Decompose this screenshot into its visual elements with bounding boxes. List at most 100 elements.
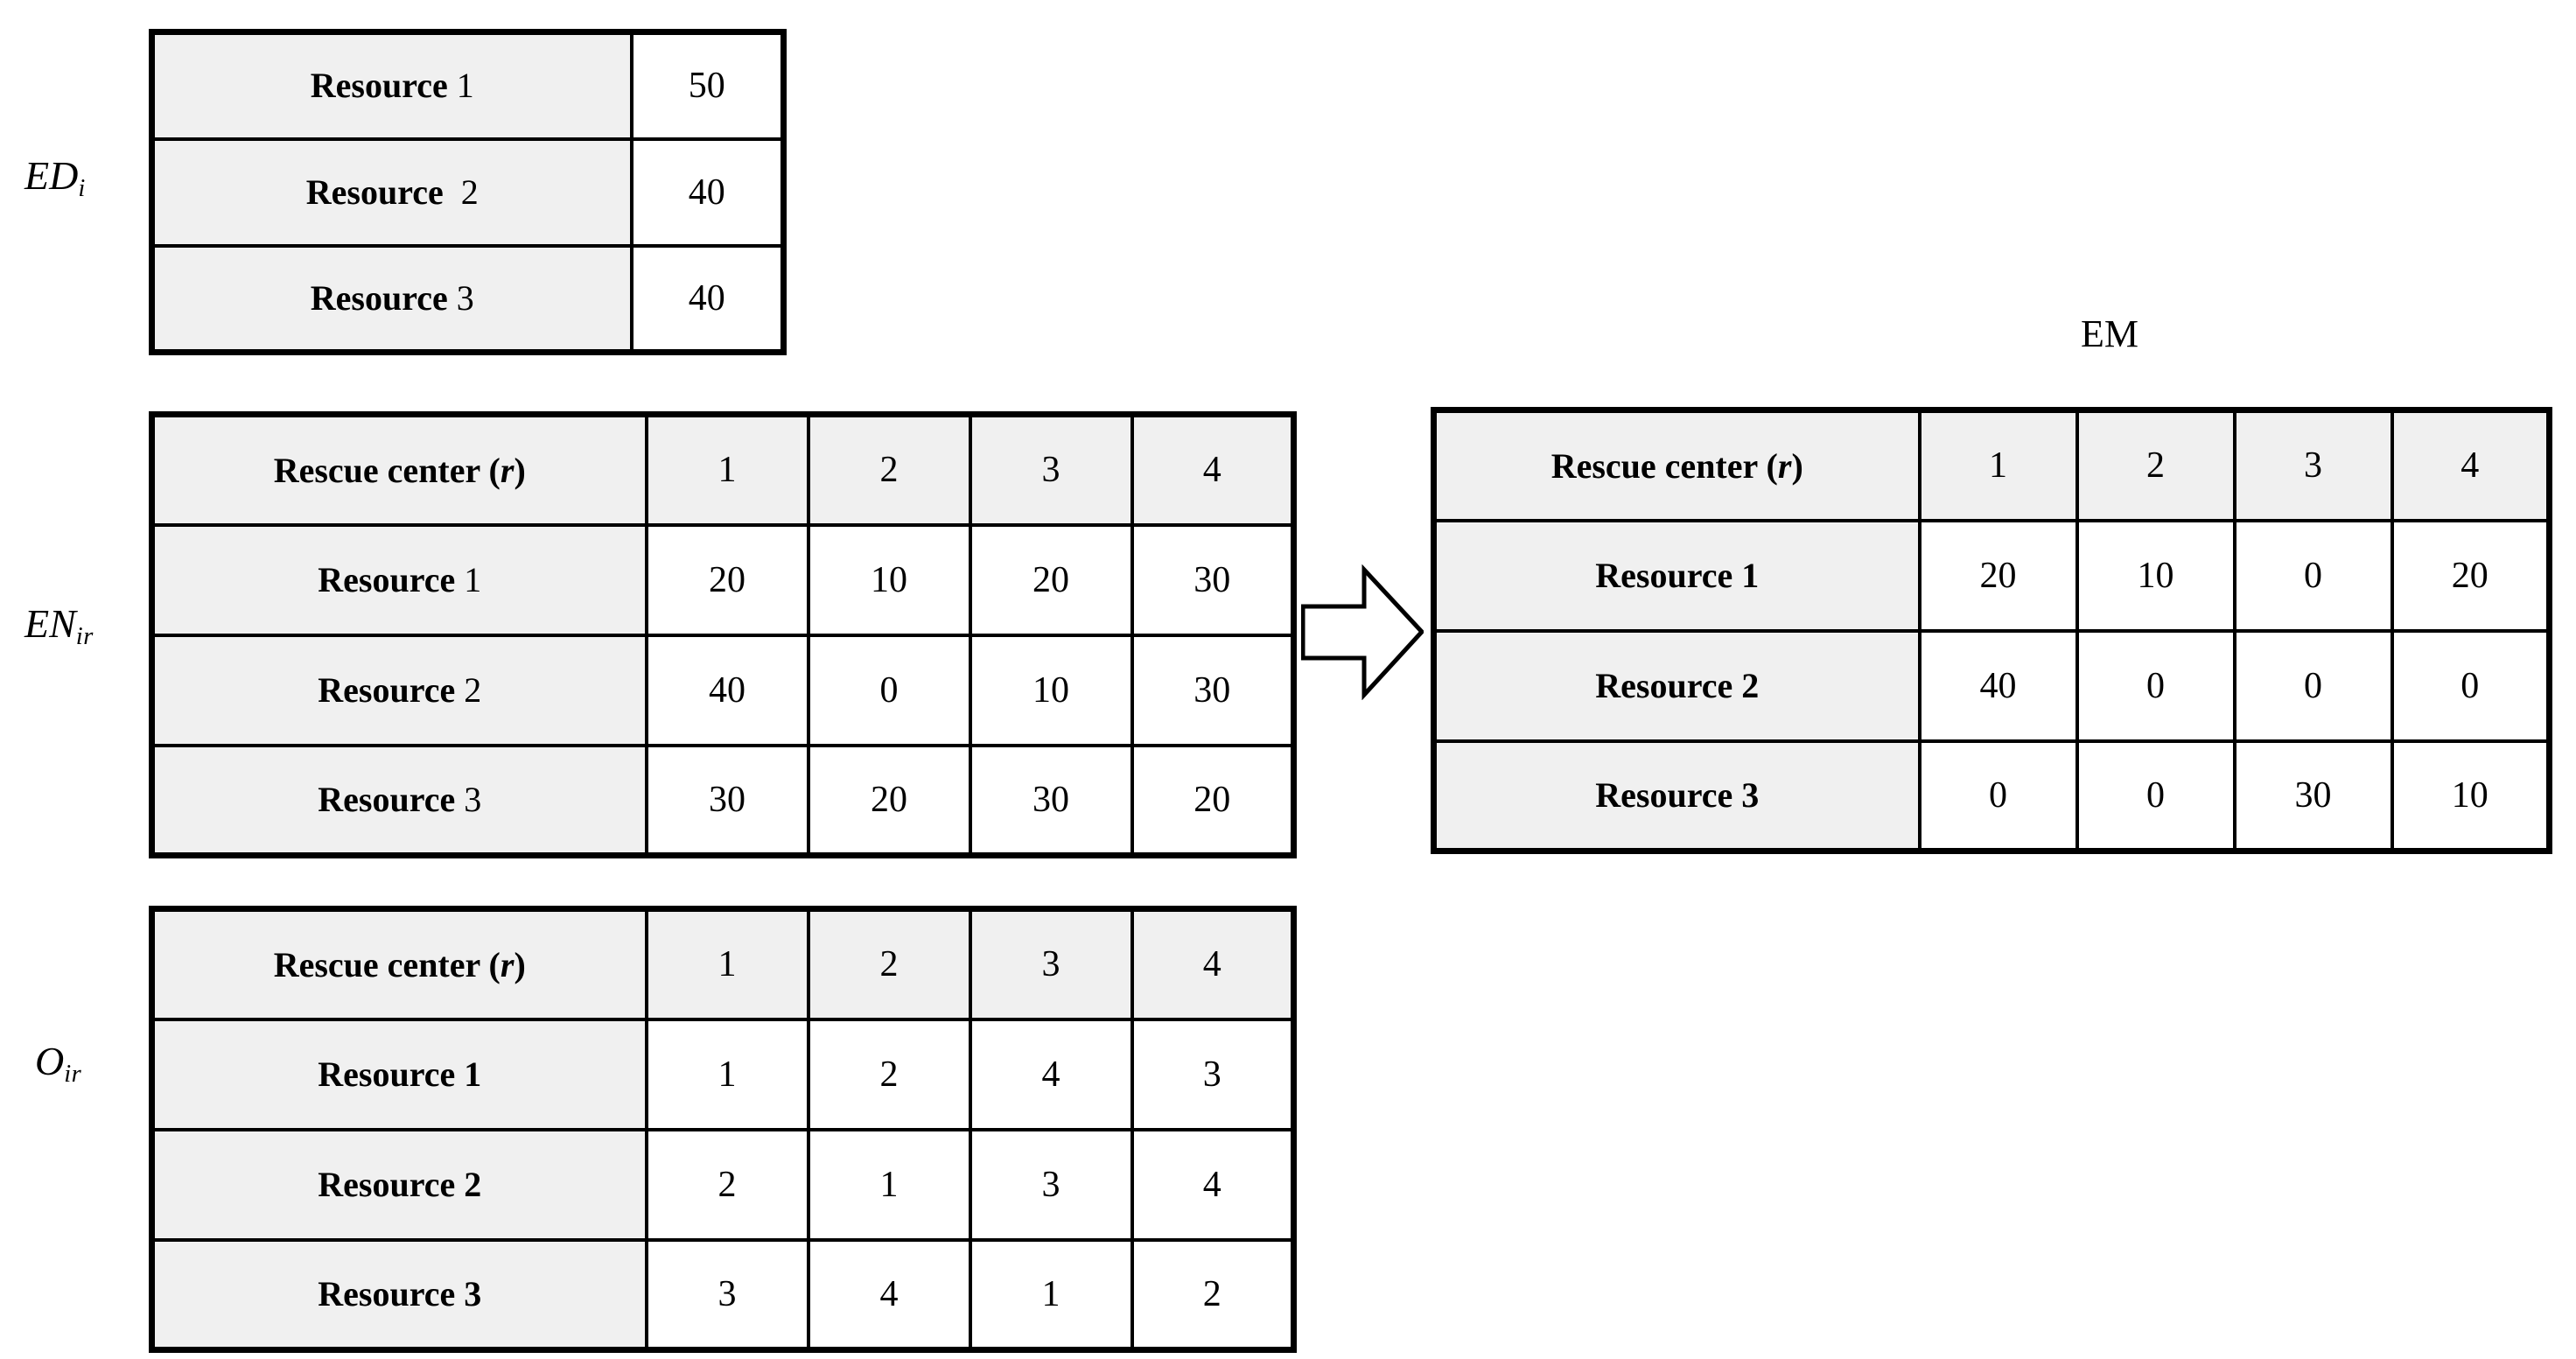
value-cell: 20 [806, 743, 972, 858]
symbol-ed-subscript: i [78, 174, 86, 202]
value-cell: 30 [1130, 633, 1296, 747]
table-header-row: Rescue center (r) 1 2 3 4 [1432, 408, 2552, 522]
table-header-row: Rescue center (r) 1 2 3 4 [150, 907, 1296, 1021]
value-cell: 3 [1130, 1017, 1296, 1131]
value-cell: 2 [806, 1017, 972, 1131]
row-label: Resource 1 [310, 66, 474, 106]
row-label: Resource 1 [318, 1054, 482, 1094]
symbol-o-ir: Oir [35, 1041, 81, 1088]
header-rescue-center: Rescue center (r) [150, 412, 648, 527]
header-col-2: 2 [2075, 408, 2236, 522]
table-row: Resource 1 20 10 20 30 [150, 522, 1296, 637]
value-cell: 4 [1130, 1127, 1296, 1242]
row-label-cell: Resource 3 [150, 743, 648, 858]
row-label: Resource 3 [1595, 774, 1760, 815]
table-row: Resource 1 20 10 0 20 [1432, 518, 2552, 633]
value-cell: 10 [2075, 518, 2236, 633]
header-rescue-center: Rescue center (r) [150, 907, 648, 1021]
value-cell: 10 [968, 633, 1134, 747]
value-cell: 20 [1917, 518, 2079, 633]
value-cell: 1 [644, 1017, 810, 1131]
symbol-ed-i: EDi [24, 156, 86, 202]
value-cell: 0 [1917, 739, 2079, 853]
header-col-3: 3 [2232, 408, 2394, 522]
header-label: Rescue center (r) [1550, 445, 1803, 486]
value-cell: 20 [2390, 518, 2552, 633]
symbol-o-base: O [35, 1039, 65, 1083]
header-col-4: 4 [2390, 408, 2552, 522]
row-label-cell: Resource 1 [150, 522, 648, 637]
value-cell: 30 [968, 743, 1134, 858]
symbol-ed-base: ED [24, 153, 79, 198]
header-col-4: 4 [1130, 412, 1296, 527]
value-cell: 0 [2075, 739, 2236, 853]
table-ed-i: Resource 1 50 Resource 2 40 Resource 3 4… [149, 29, 787, 355]
symbol-en-ir: ENir [24, 604, 94, 650]
row-label-cell: Resource 2 [150, 633, 648, 747]
caption-em: EM [2081, 312, 2138, 355]
header-col-2: 2 [806, 907, 972, 1021]
value-cell: 3 [968, 1127, 1134, 1242]
row-label-cell: Resource 3 [150, 1237, 648, 1352]
value-cell: 30 [1130, 522, 1296, 637]
header-col-4: 4 [1130, 907, 1296, 1021]
row-label-cell: Resource 1 [150, 30, 634, 141]
value-cell: 0 [2232, 628, 2394, 743]
table-row: Resource 2 40 0 10 30 [150, 633, 1296, 747]
value-cell: 1 [968, 1237, 1134, 1352]
symbol-en-base: EN [24, 601, 76, 646]
table-row: Resource 3 0 0 30 10 [1432, 739, 2552, 853]
header-col-2: 2 [806, 412, 972, 527]
table-row: Resource 1 50 [150, 30, 786, 141]
value-cell: 2 [1130, 1237, 1296, 1352]
row-label: Resource 3 [318, 779, 482, 819]
value-cell: 40 [644, 633, 810, 747]
header-col-3: 3 [968, 907, 1134, 1021]
value-cell: 10 [806, 522, 972, 637]
row-label-cell: Resource 1 [150, 1017, 648, 1131]
header-col-1: 1 [644, 907, 810, 1021]
value-cell: 10 [2390, 739, 2552, 853]
value-cell: 3 [644, 1237, 810, 1352]
row-label-cell: Resource 3 [1432, 739, 1922, 853]
row-label-cell: Resource 2 [1432, 628, 1922, 743]
row-label-cell: Resource 2 [150, 1127, 648, 1242]
symbol-en-subscript: ir [75, 622, 94, 650]
table-row: Resource 2 40 0 0 0 [1432, 628, 2552, 743]
table-row: Resource 2 40 [150, 137, 786, 248]
row-label: Resource 2 [318, 669, 482, 710]
value-cell: 1 [806, 1127, 972, 1242]
table-em: Rescue center (r) 1 2 3 4 Resource 1 20 … [1431, 407, 2552, 854]
table-row: Resource 1 1 2 4 3 [150, 1017, 1296, 1131]
value-cell: 0 [2232, 518, 2394, 633]
row-label: Resource 1 [1595, 555, 1760, 595]
table-o-ir: Rescue center (r) 1 2 3 4 Resource 1 1 2… [149, 906, 1297, 1353]
row-label: Resource 1 [318, 559, 482, 599]
value-cell: 4 [968, 1017, 1134, 1131]
table-row: Resource 3 40 [150, 243, 786, 354]
header-rescue-center: Rescue center (r) [1432, 408, 1922, 522]
value-cell: 30 [2232, 739, 2394, 853]
value-cell: 0 [806, 633, 972, 747]
value-cell: 4 [806, 1237, 972, 1352]
row-label: Resource 2 [318, 1164, 482, 1204]
header-label: Rescue center (r) [273, 944, 526, 984]
value-cell: 20 [1130, 743, 1296, 858]
table-row: Resource 2 2 1 3 4 [150, 1127, 1296, 1242]
row-label: Resource 3 [310, 277, 474, 318]
row-label: Resource 3 [318, 1273, 482, 1313]
value-cell: 30 [644, 743, 810, 858]
header-col-1: 1 [644, 412, 810, 527]
header-label: Rescue center (r) [273, 450, 526, 490]
value-cell: 40 [629, 243, 786, 354]
right-block-arrow-icon [1300, 564, 1425, 701]
value-cell: 0 [2390, 628, 2552, 743]
value-cell: 50 [629, 30, 786, 141]
row-label-cell: Resource 3 [150, 243, 634, 354]
value-cell: 20 [968, 522, 1134, 637]
row-label-cell: Resource 1 [1432, 518, 1922, 633]
value-cell: 0 [2075, 628, 2236, 743]
header-col-3: 3 [968, 412, 1134, 527]
value-cell: 20 [644, 522, 810, 637]
table-row: Resource 3 3 4 1 2 [150, 1237, 1296, 1352]
